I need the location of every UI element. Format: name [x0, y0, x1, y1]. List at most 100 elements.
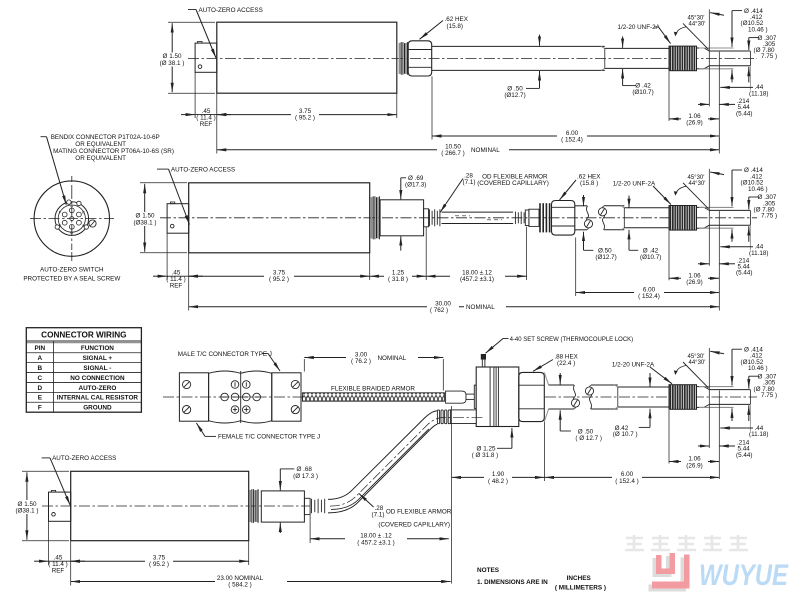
svg-text:( Ø 31.8 ): ( Ø 31.8 )	[472, 452, 499, 459]
svg-text:Ø .69: Ø .69	[408, 175, 424, 182]
svg-text:.214: .214	[737, 257, 750, 264]
svg-text:F: F	[59, 210, 62, 215]
svg-text:(Ø12.7): (Ø12.7)	[595, 254, 616, 261]
svg-text:E: E	[38, 395, 43, 402]
svg-text:( 762 ): ( 762 )	[430, 307, 448, 314]
svg-text:1.90: 1.90	[492, 471, 505, 478]
svg-text:( 95.2 ): ( 95.2 )	[149, 561, 169, 568]
svg-text:.214: .214	[737, 440, 750, 447]
svg-text:(COVERED CAPILLARY): (COVERED CAPILLARY)	[378, 521, 450, 528]
svg-text:.305: .305	[763, 41, 776, 48]
svg-text:1.06: 1.06	[688, 113, 701, 120]
svg-text:44°30′: 44°30′	[689, 21, 707, 27]
svg-text:(7.1): (7.1)	[463, 179, 476, 186]
svg-text:(Ø10.7): (Ø10.7)	[632, 89, 653, 96]
svg-text:NOMINAL: NOMINAL	[466, 304, 495, 311]
svg-text:FLEXIBLE BRAIDED ARMOR: FLEXIBLE BRAIDED ARMOR	[331, 385, 415, 392]
svg-text:7.75 ): 7.75 )	[761, 392, 777, 399]
svg-text:Ø .307: Ø .307	[758, 35, 777, 42]
svg-text:( Ø 12.7 ): ( Ø 12.7 )	[575, 435, 602, 442]
svg-text:AUTO-ZERO ACCESS: AUTO-ZERO ACCESS	[52, 455, 116, 462]
svg-text:GROUND: GROUND	[83, 405, 112, 412]
svg-text:AUTO-ZERO ACCESS: AUTO-ZERO ACCESS	[171, 166, 235, 173]
svg-text:(457.2 ±3.1): (457.2 ±3.1)	[460, 276, 494, 283]
svg-text:7.75 ): 7.75 )	[761, 53, 777, 60]
svg-text:NOTES: NOTES	[477, 567, 500, 574]
svg-text:OR EQUIVALENT: OR EQUIVALENT	[75, 155, 126, 162]
svg-text:(Ø 7.80: (Ø 7.80	[754, 47, 775, 54]
svg-text:( MILLIMETERS ): ( MILLIMETERS )	[555, 585, 606, 592]
svg-text:(Ø 7.80: (Ø 7.80	[754, 386, 775, 393]
svg-text:Ø 1.50: Ø 1.50	[163, 53, 182, 60]
svg-text:PIN: PIN	[35, 345, 46, 352]
svg-text:B: B	[38, 365, 43, 372]
svg-text:( 584.2 ): ( 584.2 )	[228, 582, 251, 589]
svg-text:SIGNAL +: SIGNAL +	[83, 355, 113, 362]
svg-text:(22.4 ): (22.4 )	[557, 360, 575, 367]
svg-text:.45: .45	[202, 108, 211, 115]
svg-text:Ø .42: Ø .42	[635, 83, 651, 90]
svg-text:6.00: 6.00	[643, 286, 656, 293]
svg-text:Ø .414: Ø .414	[744, 346, 763, 353]
svg-text:6.00: 6.00	[566, 130, 579, 137]
svg-text:4-40 SET SCREW (THERMOCOUPLE L: 4-40 SET SCREW (THERMOCOUPLE LOCK)	[510, 337, 634, 343]
svg-text:(11.18): (11.18)	[749, 431, 768, 438]
svg-text:(Ø 38.1 ): (Ø 38.1 )	[160, 60, 185, 67]
svg-text:SIGNAL -: SIGNAL -	[83, 365, 111, 372]
svg-text:( 152.4): ( 152.4)	[561, 137, 583, 144]
svg-text:BENDIX CONNECTOR P1T02A-10-6P: BENDIX CONNECTOR P1T02A-10-6P	[51, 134, 160, 141]
svg-text:( 11.4 ): ( 11.4 )	[166, 276, 185, 283]
svg-text:7.75 ): 7.75 )	[761, 213, 777, 220]
svg-text:OR EQUIVALENT: OR EQUIVALENT	[75, 141, 126, 148]
svg-text:( 266.7 ): ( 266.7 )	[441, 150, 464, 157]
svg-text:Ø .414: Ø .414	[744, 167, 763, 174]
svg-text:Ø 1.50: Ø 1.50	[136, 213, 155, 220]
svg-text:1/2-20 UNF-2A: 1/2-20 UNF-2A	[613, 180, 656, 187]
svg-text:.44: .44	[755, 244, 764, 251]
svg-text:(Ø10.7): (Ø10.7)	[640, 254, 661, 261]
svg-text:Ø .307: Ø .307	[758, 194, 777, 201]
svg-text:C: C	[38, 375, 43, 382]
svg-text:1.06: 1.06	[688, 273, 701, 280]
svg-text:Ø .414: Ø .414	[744, 8, 763, 15]
svg-text:(Ø10.52: (Ø10.52	[741, 359, 764, 366]
svg-text:(Ø38.1 ): (Ø38.1 )	[133, 219, 156, 226]
svg-text:Ø 1.25: Ø 1.25	[477, 445, 496, 452]
svg-text:45°30′: 45°30′	[688, 354, 706, 360]
svg-text:AUTO-ZERO: AUTO-ZERO	[78, 385, 116, 392]
svg-text:MATING CONNECTOR PT06A-10-6S: MATING CONNECTOR PT06A-10-6S (SR)	[53, 148, 174, 155]
svg-text:(15.8): (15.8)	[447, 23, 463, 30]
svg-text:10.46 ): 10.46 )	[748, 186, 768, 193]
svg-text:Ø .42: Ø .42	[643, 248, 659, 255]
svg-text:REF: REF	[200, 121, 213, 128]
svg-text:3.75: 3.75	[299, 108, 312, 115]
svg-text:D: D	[38, 385, 43, 392]
svg-text:.62 HEX: .62 HEX	[445, 16, 469, 23]
svg-text:3.75: 3.75	[273, 270, 286, 277]
svg-text:.62 HEX: .62 HEX	[577, 174, 601, 181]
svg-text:OD FLEXIBLE ARMOR: OD FLEXIBLE ARMOR	[386, 508, 452, 515]
svg-text:AUTO-ZERO SWITCH: AUTO-ZERO SWITCH	[40, 267, 104, 274]
svg-text:E: E	[59, 223, 62, 228]
svg-text:(Ø10.52: (Ø10.52	[741, 20, 764, 27]
svg-text:NOMINAL: NOMINAL	[471, 147, 500, 154]
svg-text:Ø.50: Ø.50	[598, 248, 612, 255]
svg-text:NOMINAL: NOMINAL	[378, 355, 407, 362]
svg-text:(26.9): (26.9)	[686, 120, 702, 127]
svg-text:REF: REF	[52, 568, 65, 575]
svg-text:(11.18): (11.18)	[749, 250, 768, 257]
svg-text:(26.9): (26.9)	[686, 279, 702, 286]
svg-text:REF: REF	[170, 283, 183, 290]
svg-text:(Ø12.7): (Ø12.7)	[504, 92, 525, 99]
svg-text:(Ø17.3): (Ø17.3)	[405, 182, 426, 189]
svg-text:INCHES: INCHES	[567, 575, 592, 582]
svg-text:(5.44): (5.44)	[736, 452, 752, 459]
svg-text:(Ø10.52: (Ø10.52	[741, 180, 764, 187]
svg-text:( 11.4 ): ( 11.4 )	[48, 561, 67, 568]
svg-text:.412: .412	[750, 173, 763, 180]
svg-text:23.00 NOMINAL: 23.00 NOMINAL	[217, 575, 264, 582]
svg-text:( 152.4): ( 152.4)	[638, 293, 660, 300]
svg-text:OD FLEXIBLE ARMOR: OD FLEXIBLE ARMOR	[482, 174, 548, 181]
svg-text:( 48.2 ): ( 48.2 )	[488, 478, 508, 485]
svg-text:PROTECTED BY A SEAL SCREW: PROTECTED BY A SEAL SCREW	[23, 276, 120, 283]
